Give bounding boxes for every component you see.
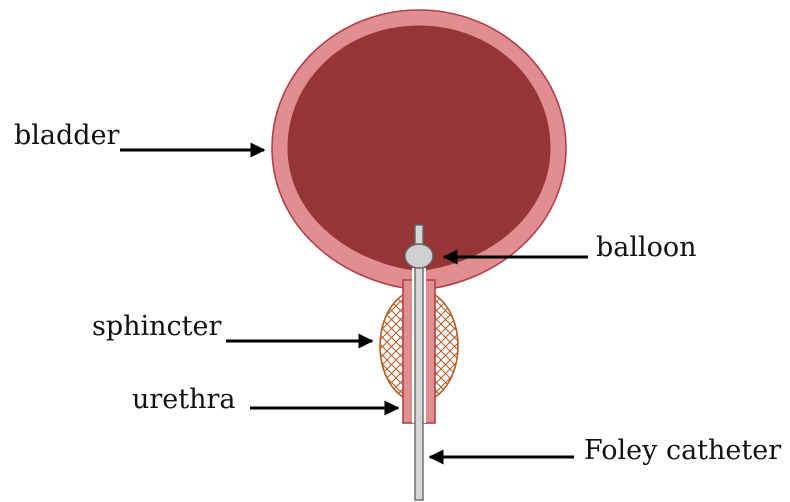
balloon-shape	[405, 244, 433, 268]
urethra-label: urethra	[132, 386, 236, 413]
sphincter-label: sphincter	[92, 313, 221, 340]
bladder-label: bladder	[14, 122, 119, 149]
balloon-label: balloon	[596, 234, 697, 261]
foley-catheter-label: Foley catheter	[584, 437, 781, 464]
